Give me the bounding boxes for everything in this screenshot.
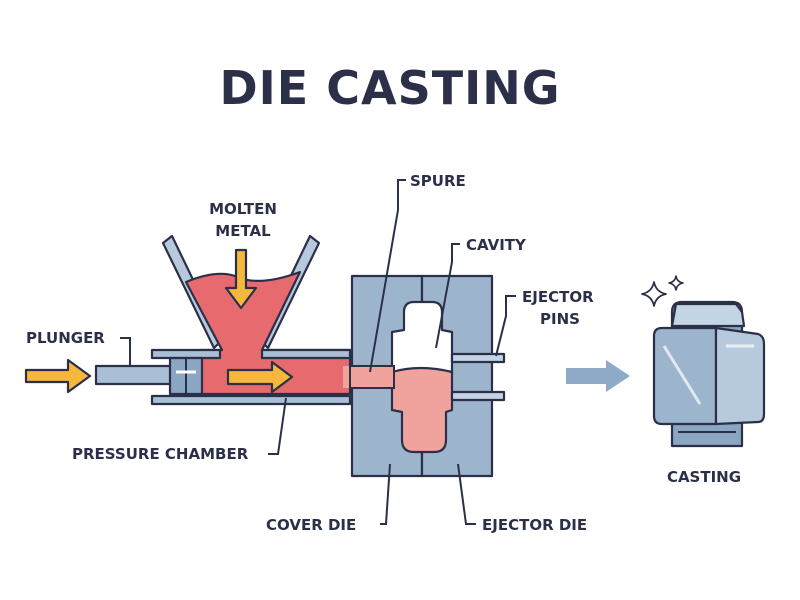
casting-part: [652, 300, 766, 448]
label-casting: CASTING: [667, 468, 741, 486]
sparkle-icon: [641, 275, 684, 307]
label-ejector-die: EJECTOR DIE: [482, 516, 587, 534]
label-pressure-chamber: PRESSURE CHAMBER: [72, 445, 249, 463]
leader-lines: [120, 179, 516, 525]
pressure-chamber: [150, 348, 352, 406]
label-ejector-pins-line2: PINS: [540, 310, 580, 328]
label-cover-die: COVER DIE: [266, 516, 356, 534]
label-molten-metal-line1: MOLTEN: [209, 200, 277, 218]
plunger: [94, 356, 204, 396]
cavity: [390, 300, 454, 454]
label-plunger: PLUNGER: [26, 329, 105, 347]
spure: [343, 365, 395, 389]
page-title: DIE CASTING: [220, 61, 561, 115]
ejector-pins: [450, 352, 506, 402]
label-molten-metal-line2: METAL: [215, 222, 271, 240]
label-ejector-pins-line1: EJECTOR: [522, 288, 594, 306]
label-spure: SPURE: [410, 172, 466, 190]
force-arrow-icon: [24, 248, 294, 394]
flow-arrow-icon: [566, 360, 630, 392]
label-cavity: CAVITY: [466, 236, 527, 254]
